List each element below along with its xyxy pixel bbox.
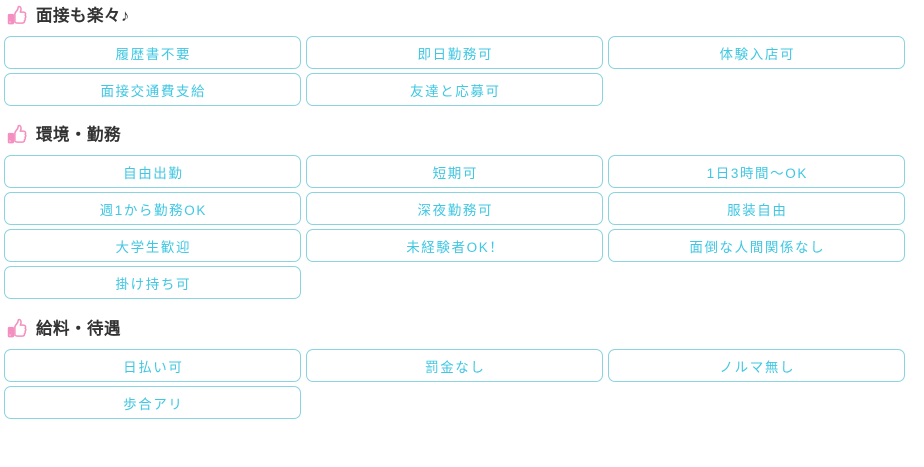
section-header: 面接も楽々♪ (0, 0, 924, 32)
section-environment: 環境・勤務 自由出勤 短期可 1日3時間〜OK 週1から勤務OK 深夜勤務可 服… (0, 119, 924, 299)
section-salary: 給料・待遇 日払い可 罰金なし ノルマ無し 歩合アリ (0, 313, 924, 419)
tag-item[interactable]: 友達と応募可 (306, 73, 603, 106)
tag-item[interactable]: 深夜勤務可 (306, 192, 603, 225)
tag-item[interactable]: 週1から勤務OK (4, 192, 301, 225)
tag-grid-environment: 自由出勤 短期可 1日3時間〜OK 週1から勤務OK 深夜勤務可 服装自由 大学… (0, 155, 924, 299)
thumbs-up-icon (7, 318, 27, 338)
section-header: 環境・勤務 (0, 119, 924, 151)
tag-grid-interview: 履歴書不要 即日勤務可 体験入店可 面接交通費支給 友達と応募可 (0, 36, 924, 106)
tag-item[interactable]: 服装自由 (608, 192, 905, 225)
section-title: 環境・勤務 (36, 125, 121, 144)
tag-item[interactable]: 履歴書不要 (4, 36, 301, 69)
tag-item[interactable]: 面接交通費支給 (4, 73, 301, 106)
section-title: 給料・待遇 (36, 319, 121, 338)
tag-item[interactable]: 掛け持ち可 (4, 266, 301, 299)
tag-item[interactable]: 未経験者OK！ (306, 229, 603, 262)
tag-item[interactable]: 体験入店可 (608, 36, 905, 69)
tag-item[interactable]: 罰金なし (306, 349, 603, 382)
section-spacer (0, 106, 924, 119)
tag-item[interactable]: 即日勤務可 (306, 36, 603, 69)
tag-item[interactable]: 歩合アリ (4, 386, 301, 419)
tag-item[interactable]: 面倒な人間関係なし (608, 229, 905, 262)
thumbs-up-icon (7, 124, 27, 144)
tag-item[interactable]: 短期可 (306, 155, 603, 188)
tag-item[interactable]: 大学生歓迎 (4, 229, 301, 262)
tag-item[interactable]: ノルマ無し (608, 349, 905, 382)
tag-item[interactable]: 自由出勤 (4, 155, 301, 188)
tag-grid-salary: 日払い可 罰金なし ノルマ無し 歩合アリ (0, 349, 924, 419)
section-header: 給料・待遇 (0, 313, 924, 345)
tag-item[interactable]: 日払い可 (4, 349, 301, 382)
section-title: 面接も楽々♪ (36, 6, 130, 25)
tag-item[interactable]: 1日3時間〜OK (608, 155, 905, 188)
section-interview: 面接も楽々♪ 履歴書不要 即日勤務可 体験入店可 面接交通費支給 友達と応募可 (0, 0, 924, 106)
section-spacer (0, 299, 924, 313)
thumbs-up-icon (7, 5, 27, 25)
